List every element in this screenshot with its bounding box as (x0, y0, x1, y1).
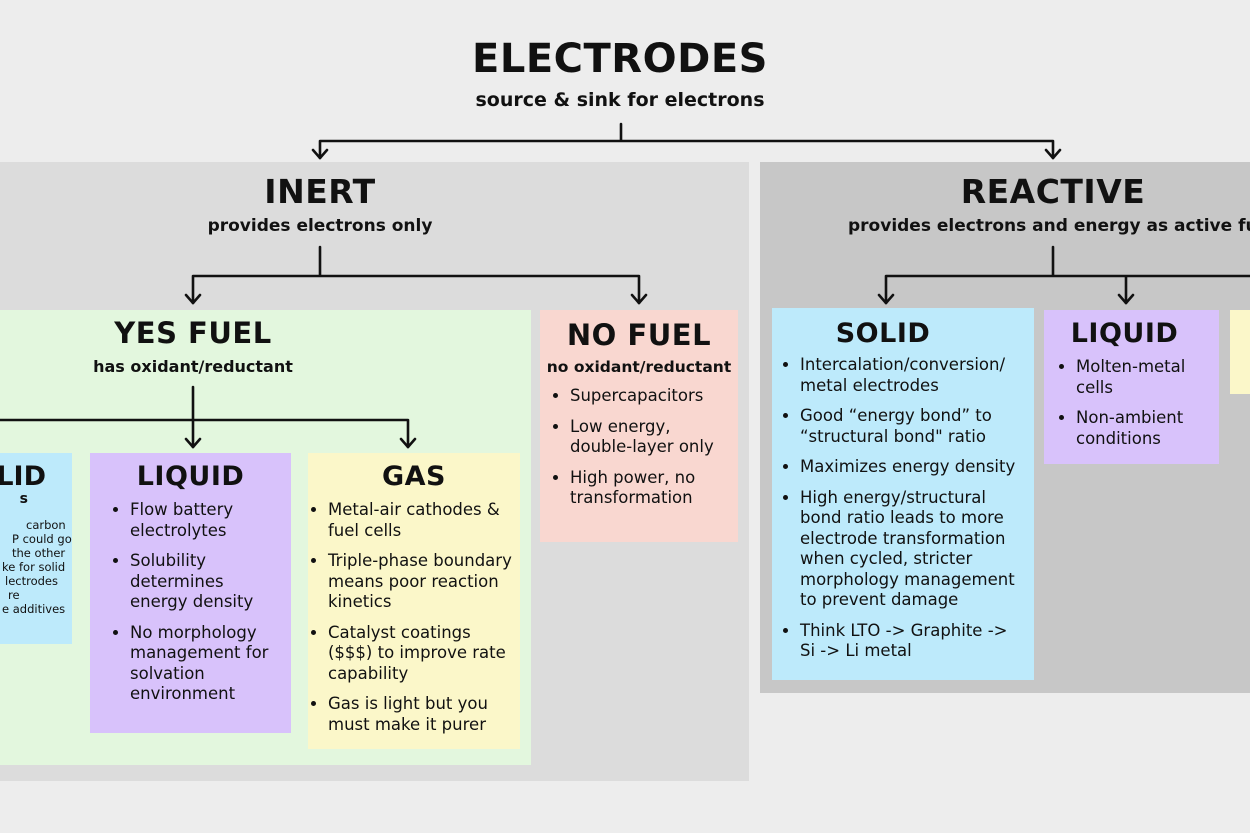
gas-list: Metal-air cathodes & fuel cells Triple-p… (308, 500, 520, 735)
list-item: Molten-metal cells (1076, 357, 1211, 398)
inert-solid-line: ke for solid (2, 560, 66, 574)
reactive-subtitle-text: provides electrons and energy as active … (848, 216, 1250, 236)
list-item: Low energy, double-layer only (570, 417, 730, 458)
yes-fuel-title: YES FUEL (114, 316, 272, 350)
inert-solid-subtitle: s (19, 491, 28, 507)
reactive-solid-title: SOLID (835, 318, 931, 349)
inert-solid-card: LID s carbon P could go the other ke for… (0, 453, 72, 644)
list-item: Metal-air cathodes & fuel cells (328, 500, 512, 541)
yes-fuel-subtitle: has oxidant/reductant (93, 357, 293, 376)
no-fuel-card: NO FUEL no oxidant/reductant Supercapaci… (540, 310, 738, 542)
inert-solid-line: P could go (12, 532, 72, 546)
reactive-solid-card: SOLID Intercalation/conversion/ metal el… (772, 308, 1034, 680)
gas-title: GAS (381, 461, 446, 492)
no-fuel-list: Supercapacitors Low energy, double-layer… (540, 386, 738, 509)
list-item: Maximizes energy density (800, 457, 1026, 478)
no-fuel-subtitle: no oxidant/reductant (546, 358, 732, 376)
inert-liquid-title: LIQUID (136, 461, 245, 492)
inert-solid-line: lectrodes (5, 574, 58, 588)
inert-subtitle: provides electrons only (207, 216, 433, 236)
list-item: High energy/structural bond ratio leads … (800, 488, 1026, 611)
list-item: Flow battery electrolytes (130, 500, 283, 541)
inert-title: INERT (264, 172, 376, 211)
list-item: Think LTO -> Graphite -> Si -> Li metal (800, 621, 1026, 662)
inert-solid-line: e additives (2, 602, 66, 616)
list-item: Catalyst coatings ($$$) to improve rate … (328, 623, 512, 685)
list-item: Gas is light but you must make it purer (328, 694, 512, 735)
list-item: Non-ambient conditions (1076, 408, 1211, 449)
list-item: No morphology management for solvation e… (130, 623, 283, 705)
inert-solid-line: carbon (26, 518, 66, 532)
inert-liquid-card: LIQUID Flow battery electrolytes Solubil… (90, 453, 291, 733)
reactive-liquid-card: LIQUID Molten-metal cells Non-ambient co… (1044, 310, 1219, 464)
reactive-title: REACTIVE (960, 172, 1146, 211)
electrodes-title: ELECTRODES (472, 36, 768, 82)
electrodes-subtitle: source & sink for electrons (475, 89, 765, 111)
list-item: High power, no transformation (570, 468, 730, 509)
list-item: Triple-phase boundary means poor reactio… (328, 551, 512, 613)
list-item: Good “energy bond” to “structural bond" … (800, 406, 1026, 447)
reactive-subtitle: provides electrons and energy as active … (848, 216, 1250, 236)
inert-liquid-list: Flow battery electrolytes Solubility det… (90, 500, 291, 705)
inert-solid-line: the other (12, 546, 66, 560)
reactive-solid-list: Intercalation/conversion/ metal electrod… (772, 355, 1034, 662)
inert-solid-title: LID (0, 461, 46, 492)
no-fuel-title: NO FUEL (566, 318, 712, 352)
inert-solid-text: carbon P could go the other ke for solid… (2, 518, 72, 616)
reactive-liquid-list: Molten-metal cells Non-ambient condition… (1044, 357, 1219, 449)
gas-card: GAS Metal-air cathodes & fuel cells Trip… (308, 453, 520, 749)
list-item: Solubility determines energy density (130, 551, 283, 613)
reactive-gas-card (1230, 310, 1250, 394)
reactive-liquid-title: LIQUID (1070, 318, 1179, 349)
inert-solid-line: re (8, 588, 20, 602)
list-item: Intercalation/conversion/ metal electrod… (800, 355, 1026, 396)
list-item: Supercapacitors (570, 386, 730, 407)
